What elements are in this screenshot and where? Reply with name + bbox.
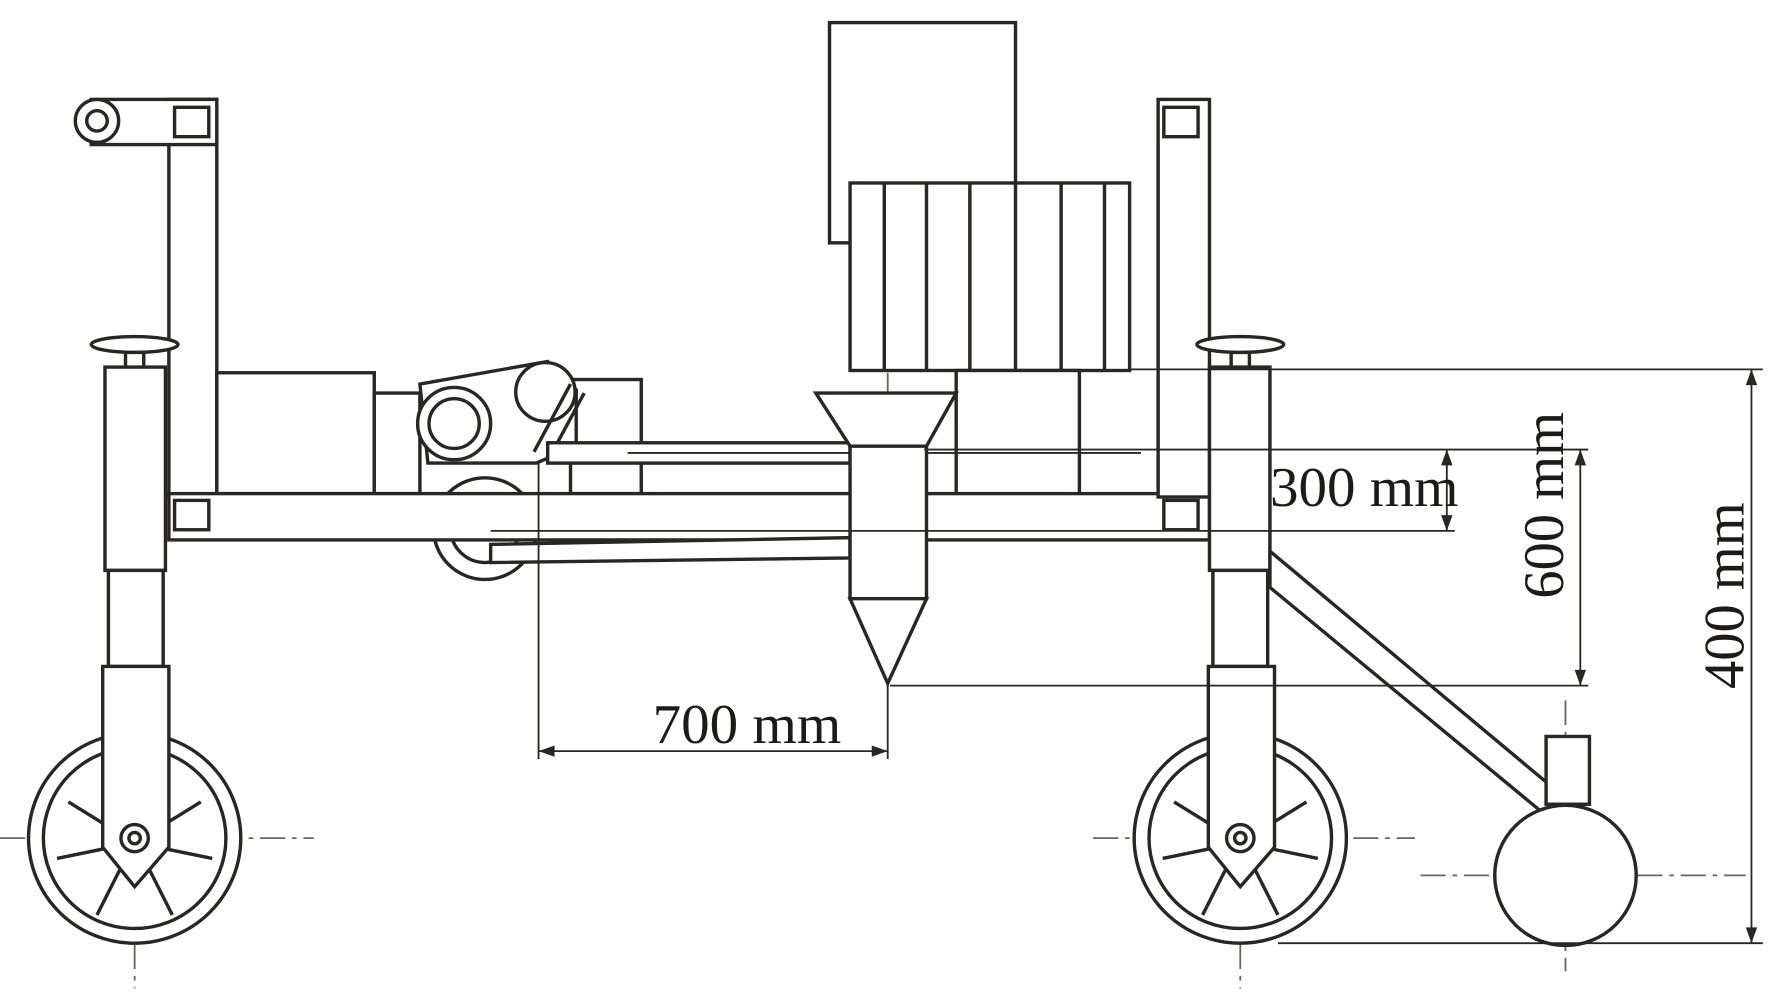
left-frame [73,97,643,499]
dimension-label-400: 400 mm [1693,502,1756,689]
motor-unit [827,20,1132,497]
dimension-lines [490,368,1763,945]
dimension-label-300: 300 mm [1270,456,1459,519]
left-wheel-assembly [26,334,243,945]
right-frame [1156,97,1212,499]
depth-wheel-assembly [1268,547,1638,948]
dimension-label-700: 700 mm [653,693,842,756]
right-wheel-assembly [1132,334,1349,945]
main-beam [167,491,1212,542]
planter-tube [812,391,960,688]
dimension-label-600: 600 mm [1513,412,1576,599]
